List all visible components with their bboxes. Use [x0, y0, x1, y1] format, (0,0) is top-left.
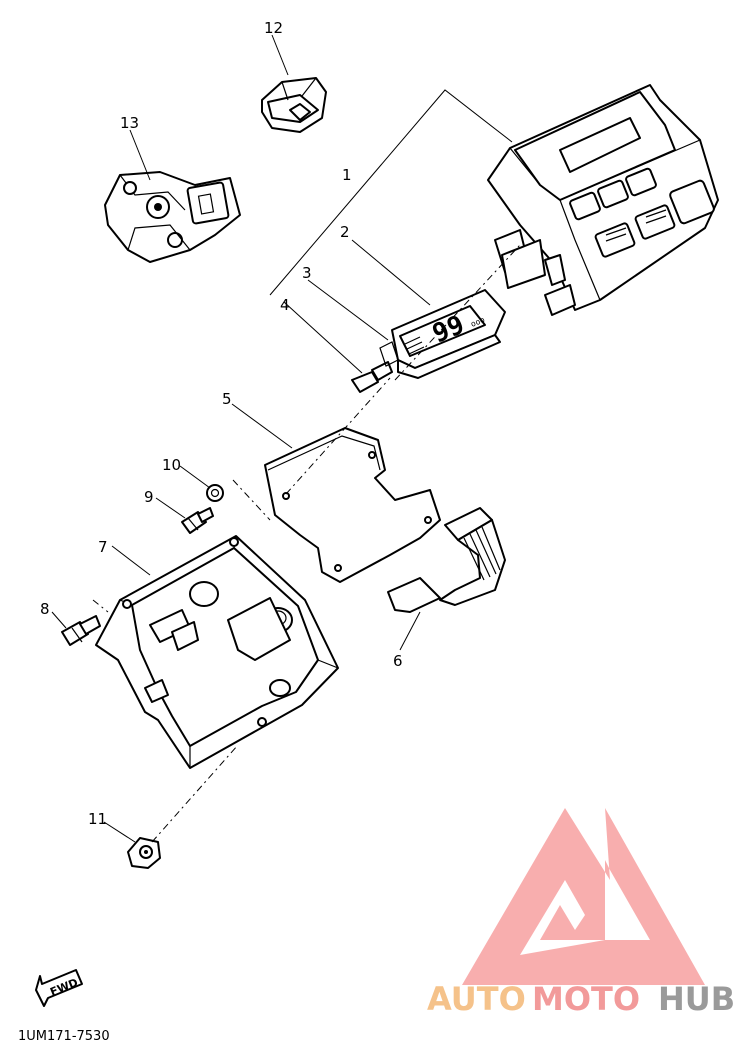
part-2-lcd-unit: 99 ooo: [391, 289, 506, 379]
callout-11: 11: [88, 810, 107, 828]
callout-3: 3: [302, 264, 312, 282]
part-4-lamp-socket: [351, 361, 393, 393]
callout-8: 8: [40, 600, 50, 618]
part-5-circuit-board: [264, 427, 441, 583]
part-9-screw: [181, 507, 214, 534]
part-12-knob: [261, 77, 327, 133]
callout-4: 4: [280, 296, 290, 314]
callout-2: 2: [340, 223, 350, 241]
part-11-nut: [127, 837, 161, 869]
watermark-text-moto: MOTO: [532, 980, 640, 1018]
watermark-text-auto: AUTO: [427, 980, 526, 1018]
part-13-switch-housing: [104, 171, 241, 263]
part-3-gasket: [379, 341, 399, 367]
callout-12: 12: [264, 19, 283, 37]
callout-9: 9: [144, 488, 154, 506]
part-6-ribbon-cable: [387, 507, 506, 613]
part-10-washer: [206, 484, 224, 502]
meter-assembly: [487, 84, 719, 316]
leader-lines: [51, 34, 513, 843]
callout-6: 6: [393, 652, 403, 670]
callout-10: 10: [162, 456, 181, 474]
forward-arrow-icon: FWD: [35, 969, 83, 1007]
watermark-text-hub: HUB: [658, 980, 735, 1018]
callout-1: 1: [342, 166, 352, 184]
diagram-code: 1UM171-7530: [18, 1029, 110, 1044]
callout-7: 7: [98, 538, 108, 556]
part-8-screw: [61, 615, 101, 646]
part-7-housing-case: [95, 535, 339, 769]
watermark-logo: [462, 808, 705, 985]
callout-13: 13: [120, 114, 139, 132]
callout-5: 5: [222, 390, 232, 408]
